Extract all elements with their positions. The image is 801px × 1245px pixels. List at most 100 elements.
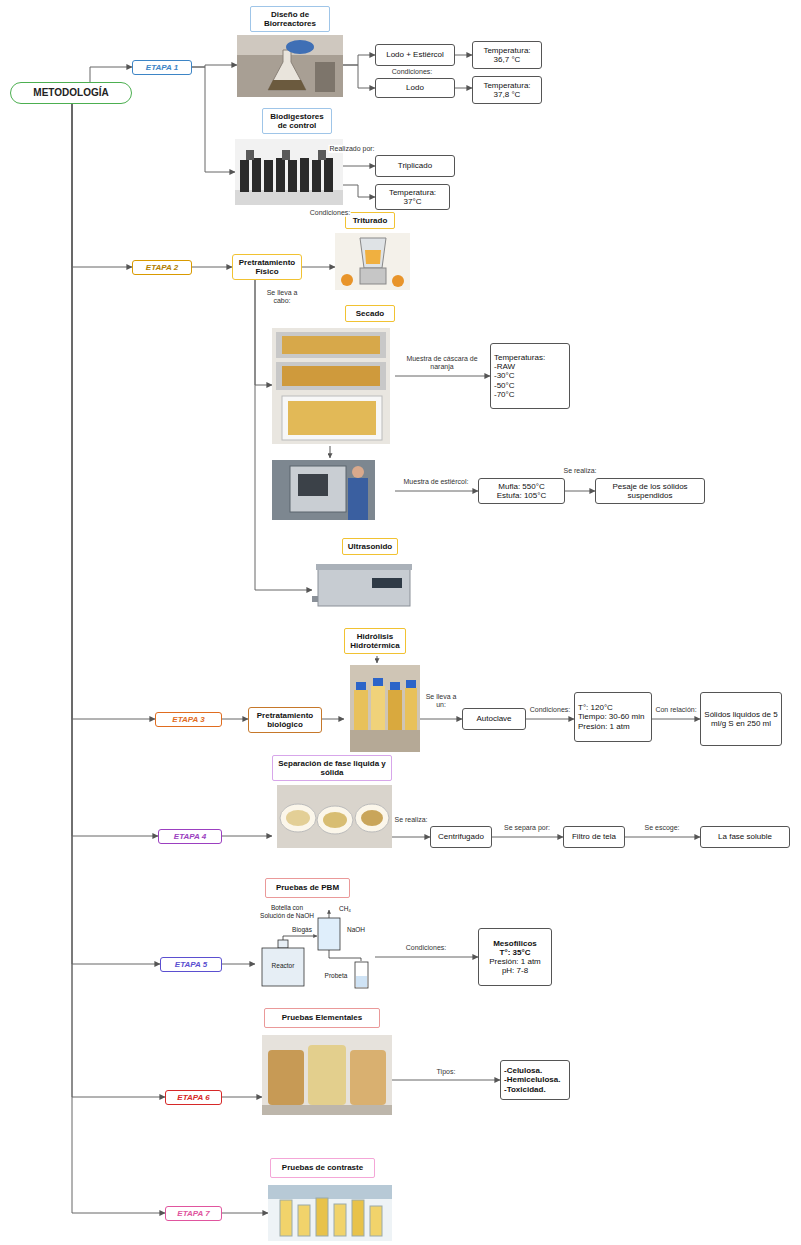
process-box: T°: 120°CTiempo: 30-60 minPresión: 1 atm	[574, 692, 652, 742]
node-text: Temperatura: 37,8 °C	[476, 81, 538, 99]
edge-label: Condiciones:	[391, 68, 433, 76]
furnace-photo	[272, 460, 375, 520]
node-text: Pruebas Elementales	[282, 1013, 362, 1022]
connector-arrow	[192, 67, 235, 172]
connector-arrow	[90, 67, 132, 82]
node-text: Presión: 1 atm	[489, 957, 541, 966]
process-box: Temperaturas:-RAW-30°C-50°C-70°C	[490, 343, 570, 409]
connector-arrow	[222, 964, 255, 965]
bottles-photo	[350, 656, 420, 752]
node-text: -Celulosa.	[504, 1066, 542, 1075]
step-title-box: Pretratamiento biológico	[248, 707, 322, 733]
connector-arrow	[492, 837, 563, 838]
stage-box: ETAPA 7	[165, 1206, 222, 1221]
connector-arrow	[72, 104, 165, 1097]
diagram-label: Botella con Solución de NaOH	[258, 904, 316, 920]
node-text: Pesaje de los sólidos suspendidos	[599, 482, 701, 500]
diagram-label: Biogás	[287, 926, 317, 934]
node-text: Pretratamiento Físico	[236, 258, 298, 276]
node-text: Autoclave	[476, 714, 511, 723]
node-text: -Toxicidad.	[504, 1085, 546, 1094]
node-text: -70°C	[494, 390, 515, 399]
connector-arrow	[222, 836, 272, 837]
node-text: Centrifugado	[438, 832, 484, 841]
node-text: ETAPA 7	[177, 1209, 209, 1218]
ultrasonic-bath	[312, 560, 415, 610]
edge-label: Se lleva a un:	[420, 693, 462, 710]
figure-group: Pruebas de PBM	[255, 878, 375, 990]
figure-group: Secado	[272, 305, 395, 520]
node-text: Temperatura: 36,7 °C	[476, 46, 538, 64]
node-text: -50°C	[494, 381, 515, 390]
node-text: Estufa: 105°C	[497, 491, 546, 500]
edge-label: Con relación:	[654, 706, 697, 714]
figure-group: Biodigestores de control	[235, 108, 343, 205]
node-text: Lodo + Estiércol	[386, 50, 444, 59]
node-text: ETAPA 3	[172, 715, 204, 724]
drying-trays-photo	[272, 328, 390, 458]
process-box: Temperatura: 36,7 °C	[472, 41, 542, 69]
connector-arrow	[192, 267, 232, 268]
node-text: ETAPA 1	[146, 63, 178, 72]
stage-box: ETAPA 1	[132, 60, 192, 75]
node-text: METODOLOGÍA	[33, 87, 108, 99]
connector-arrow	[322, 719, 344, 720]
connector-arrow	[72, 104, 132, 267]
stage-box: ETAPA 6	[165, 1090, 222, 1105]
process-box: Pesaje de los sólidos suspendidos	[595, 478, 705, 504]
connector-arrow	[343, 185, 375, 197]
step-title-box: Separación de fase liquida y sólida	[272, 755, 392, 781]
node-text: Sólidos liquidos de 5 ml/g S en 250 ml	[704, 710, 778, 728]
node-text: ETAPA 6	[177, 1093, 209, 1102]
edge-label: Se realiza:	[562, 467, 597, 475]
step-title-box: Triturado	[345, 212, 395, 229]
process-box: La fase soluble	[700, 826, 790, 848]
node-text: T°: 120°C	[578, 703, 613, 712]
node-text: Presión: 1 atm	[578, 722, 630, 731]
connector-arrow	[302, 267, 335, 268]
step-title-box: Ultrasonido	[342, 538, 398, 555]
connector-arrow	[222, 719, 248, 720]
figure-group: Diseño de Biorreactores	[237, 6, 343, 97]
node-text: Pretratamiento biológico	[252, 711, 318, 729]
connector-arrow	[343, 55, 375, 65]
step-title-box: Pretratamiento Físico	[232, 254, 302, 280]
diagram-label: CH₄	[335, 905, 355, 913]
node-text: Lodo	[406, 83, 424, 92]
edge-label: Se realiza:	[393, 816, 428, 824]
node-text: -30°C	[494, 371, 515, 380]
node-text: Biodigestores de control	[266, 112, 328, 130]
connector-arrow	[565, 491, 595, 492]
process-box: Centrifugado	[430, 826, 492, 848]
lab-tubes-photo	[268, 1185, 392, 1241]
figure-group: Triturado	[335, 212, 410, 290]
process-box: Lodo + Estiércol	[375, 44, 455, 66]
node-text: Pruebas de PBM	[276, 883, 339, 892]
edge-label: Muestra de cáscara de naranja	[397, 355, 487, 372]
connector-arrow	[395, 376, 490, 377]
edge-label: Condiciones:	[309, 209, 351, 217]
connector-arrow	[72, 104, 158, 836]
edge-label: Se separa por:	[503, 824, 551, 832]
node-text: Separación de fase liquida y sólida	[276, 759, 388, 777]
node-text: Diseño de Biorreactores	[254, 10, 326, 28]
blender-photo	[335, 233, 410, 290]
bowls-photo	[277, 785, 392, 848]
node-text: -Hemicelulosa.	[504, 1075, 560, 1084]
connector-arrow	[455, 55, 472, 56]
figure-group: Pruebas Elementales	[262, 1008, 392, 1115]
process-box: Lodo	[375, 78, 455, 98]
node-text: Triturado	[353, 216, 388, 225]
step-title-box: Diseño de Biorreactores	[250, 6, 330, 32]
diagram-label: Reactor	[263, 962, 303, 970]
stage-box: ETAPA 4	[158, 829, 222, 844]
node-text: La fase soluble	[718, 832, 772, 841]
node-text: Ultrasonido	[348, 542, 392, 551]
node-text: -RAW	[494, 362, 515, 371]
diagram-label: NaOH	[343, 926, 369, 934]
edge-label: Condiciones:	[529, 706, 571, 714]
node-text: Temperaturas:	[494, 353, 545, 362]
node-text: Triplicado	[398, 161, 432, 170]
connector-arrow	[455, 88, 472, 89]
bmp-test-schematic	[255, 904, 375, 990]
